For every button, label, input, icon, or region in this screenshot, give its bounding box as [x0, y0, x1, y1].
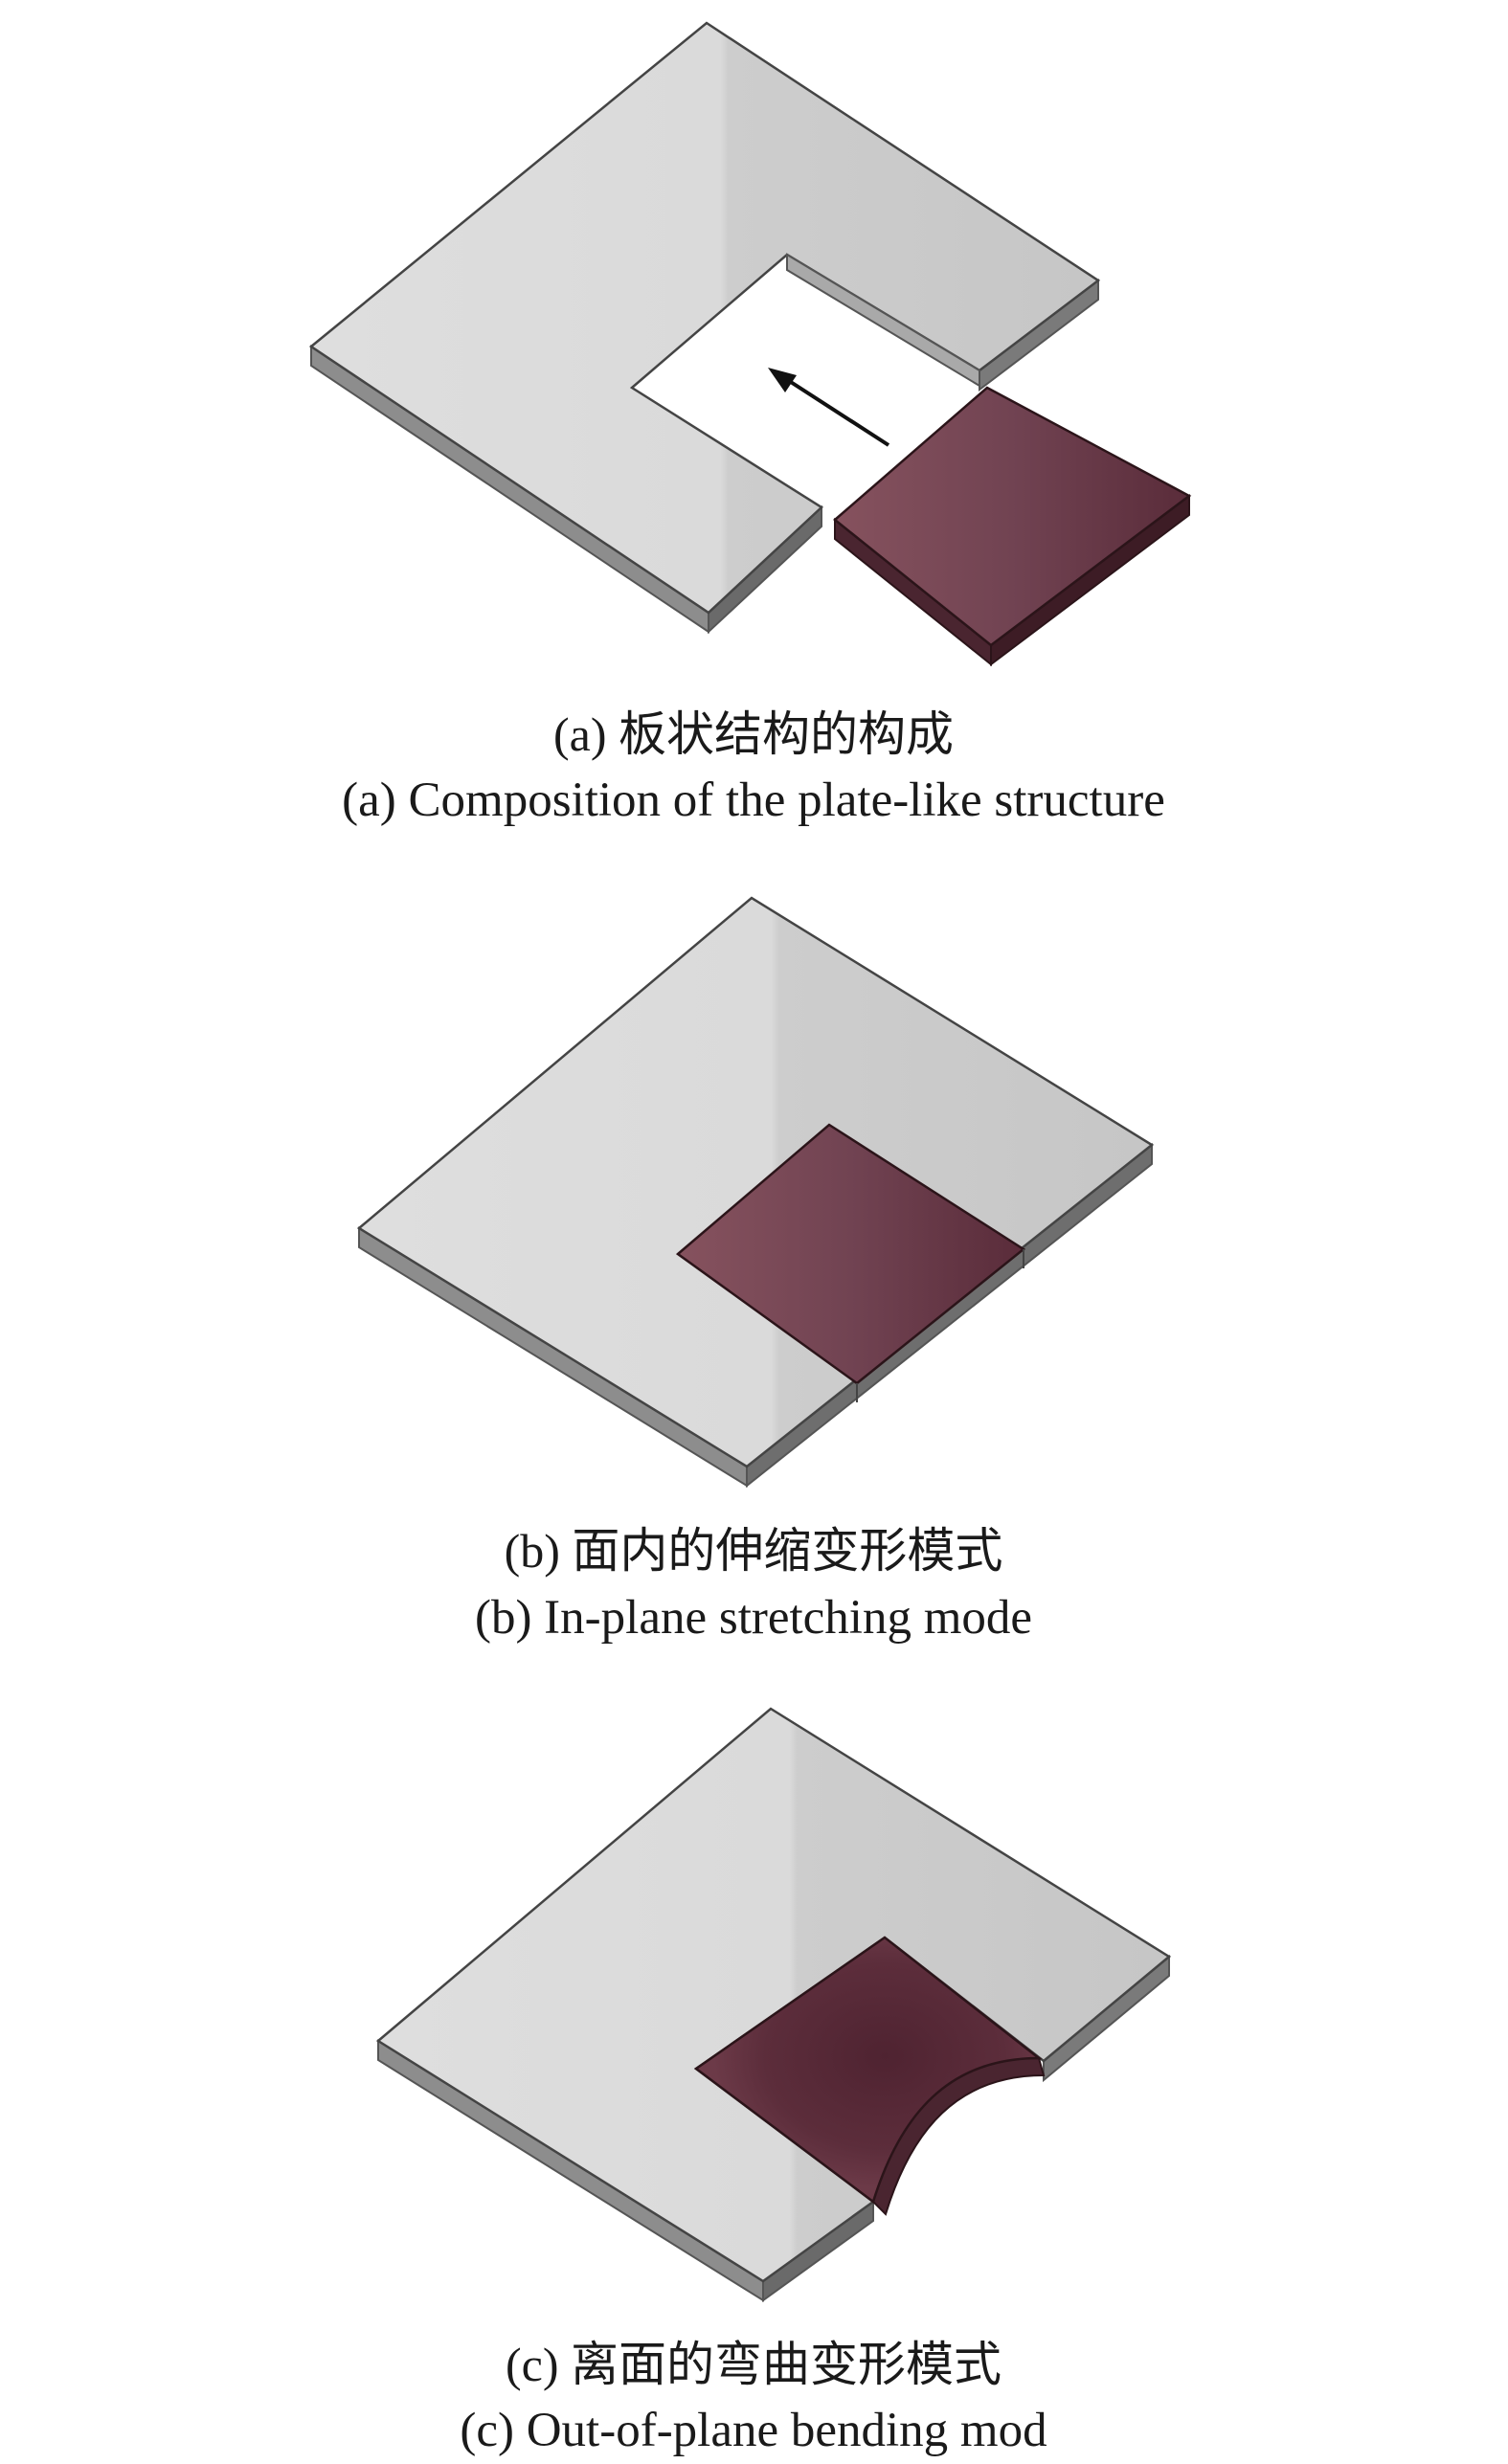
- caption-a-zh: (a) 板状结构的构成: [553, 707, 954, 761]
- caption-a-en: (a) Composition of the plate-like struct…: [342, 773, 1165, 827]
- caption-c-en: (c) Out-of-plane bending mod: [460, 2404, 1047, 2457]
- panel-c-diagram: [375, 1707, 1172, 2302]
- insertion-arrow-head: [768, 368, 797, 392]
- caption-b-zh: (b) 面内的伸缩变形模式: [505, 1524, 1003, 1578]
- panel-a-diagram: [308, 21, 1192, 667]
- insertion-arrow-shaft: [778, 373, 890, 447]
- panel-b-diagram: [356, 896, 1155, 1489]
- notch-wall: [786, 253, 980, 388]
- insert-c-top: [693, 1936, 1043, 2205]
- caption-c-zh: (c) 离面的弯曲变形模式: [506, 2338, 1002, 2391]
- caption-b-en: (b) In-plane stretching mode: [475, 1591, 1032, 1645]
- plate-b-top: [356, 896, 1155, 1468]
- insert-a-top: [833, 386, 1192, 647]
- plate-c-top: [375, 1707, 1172, 2283]
